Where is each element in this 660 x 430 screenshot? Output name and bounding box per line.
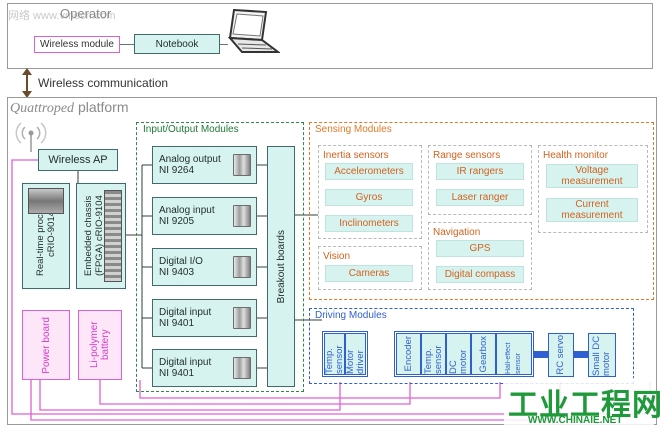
digital-input-module-icon (233, 307, 251, 329)
current-measurement-box: Current measurement (546, 198, 638, 222)
platform-title-rest: platform (77, 99, 129, 115)
driving-group-2 (394, 331, 534, 377)
io-modules-title: Input/Output Modules (143, 124, 239, 135)
range-label: Range sensors (433, 150, 501, 161)
watermark-logo (504, 378, 654, 426)
notebook-icon (227, 8, 280, 53)
io-module-1-line1: Analog output (159, 154, 221, 165)
digital-compass-box: Digital compass (436, 266, 524, 283)
ir-rangers-box: IR rangers (436, 163, 524, 180)
small-dc-motor: Small DC motor (588, 333, 616, 377)
antenna-icon (15, 122, 47, 152)
io-module-5-line2: NI 9401 (159, 368, 195, 379)
notebook-link (220, 44, 228, 45)
inclinometers-box: Inclinometers (325, 215, 413, 232)
breakout-boards-label: Breakout boards (275, 229, 287, 304)
watermark-url: WWW.CHINAIE.NET (528, 415, 623, 426)
small-dc-motor-label: Small DC motor (591, 335, 612, 376)
health-label: Health monitor (543, 150, 609, 161)
analog-input-module-icon (233, 205, 251, 227)
top-watermark: 网络 www.vmecn.com (8, 10, 116, 22)
io-module-5-line1: Digital input (159, 357, 212, 368)
io-module-2-line1: Analog input (159, 205, 215, 216)
io-module-4-line2: NI 9401 (159, 318, 195, 329)
operator-frame (7, 3, 653, 69)
analog-output-module-icon (233, 154, 251, 176)
accelerometers-box: Accelerometers (325, 163, 413, 180)
gearbox: Gearbox (471, 333, 496, 375)
platform-title: Quattroped platform (10, 99, 129, 117)
io-module-2-line2: NI 9205 (159, 216, 195, 227)
power-board-box: Power board (22, 310, 70, 380)
watermark-logo-text: 工业工程网 (508, 389, 660, 422)
io-module-1-line2: NI 9264 (159, 165, 195, 176)
driving-modules-title: Driving Modules (315, 310, 387, 321)
battery-box: Li-polymer battery (78, 310, 122, 380)
wireless-module-box: Wireless module (34, 36, 120, 53)
crio-9104-icon (104, 190, 122, 282)
drive-temp-sensor-1: Temp. sensor (324, 333, 345, 375)
gyros-box: Gyros (325, 189, 413, 206)
encoder: Encoder (396, 333, 421, 375)
shaft-connector-2 (574, 351, 588, 358)
wireless-ap-box: Wireless AP (38, 149, 118, 171)
digital-io-module-icon (233, 256, 251, 278)
navigation-label: Navigation (433, 227, 481, 238)
io-module-4-line1: Digital input (159, 307, 212, 318)
io-modules-frame (136, 122, 304, 392)
driving-modules-frame (309, 308, 634, 384)
encoder-label: Encoder (402, 336, 414, 372)
platform-title-italic: Quattroped (10, 101, 75, 116)
digital-input-module-2-icon (233, 357, 251, 379)
voltage-measurement-box: Voltage measurement (546, 164, 638, 188)
gearbox-label: Gearbox (477, 335, 489, 373)
drive-temp-sensor-2: Temp. sensor (421, 333, 446, 375)
drive-temp-sensor-2-label: Temp. sensor (422, 345, 444, 374)
cameras-box: Cameras (325, 265, 413, 282)
dc-motor: DC motor (446, 333, 471, 375)
motor-driver: Motor driver (345, 333, 366, 375)
gps-box: GPS (436, 240, 524, 257)
wireless-module-link (120, 44, 134, 45)
io-module-3-line1: Digital I/O (159, 256, 203, 267)
operator-title: Operator (60, 6, 112, 21)
drive-temp-sensor-1-label: Temp. sensor (323, 345, 345, 374)
wireless-communication-label: Wireless communication (38, 76, 169, 90)
vision-label: Vision (323, 251, 351, 262)
breakout-boards-box: Breakout boards (267, 146, 295, 387)
inertia-label: Inertia sensors (323, 150, 389, 161)
laser-ranger-box: Laser ranger (436, 189, 524, 206)
hall-effect-sensor-label: Hall-effect sensor (505, 342, 522, 374)
sensing-modules-title: Sensing Modules (315, 124, 392, 135)
io-module-3-line2: NI 9403 (159, 267, 195, 278)
hall-effect-sensor: Hall-effect sensor (496, 333, 532, 375)
rc-servo-label: RC servo (555, 335, 566, 375)
motor-driver-label: Motor driver (344, 349, 366, 374)
crio-9014-icon (28, 188, 64, 214)
driving-group-1 (322, 331, 368, 377)
platform-frame (7, 97, 657, 425)
notebook-box: Notebook (134, 34, 220, 54)
rc-servo: RC servo (548, 333, 574, 377)
dc-motor-label: DC motor (447, 349, 469, 374)
wireless-comm-arrow (22, 68, 32, 98)
shaft-connector-1 (534, 351, 548, 358)
sensing-modules-frame (309, 122, 654, 300)
